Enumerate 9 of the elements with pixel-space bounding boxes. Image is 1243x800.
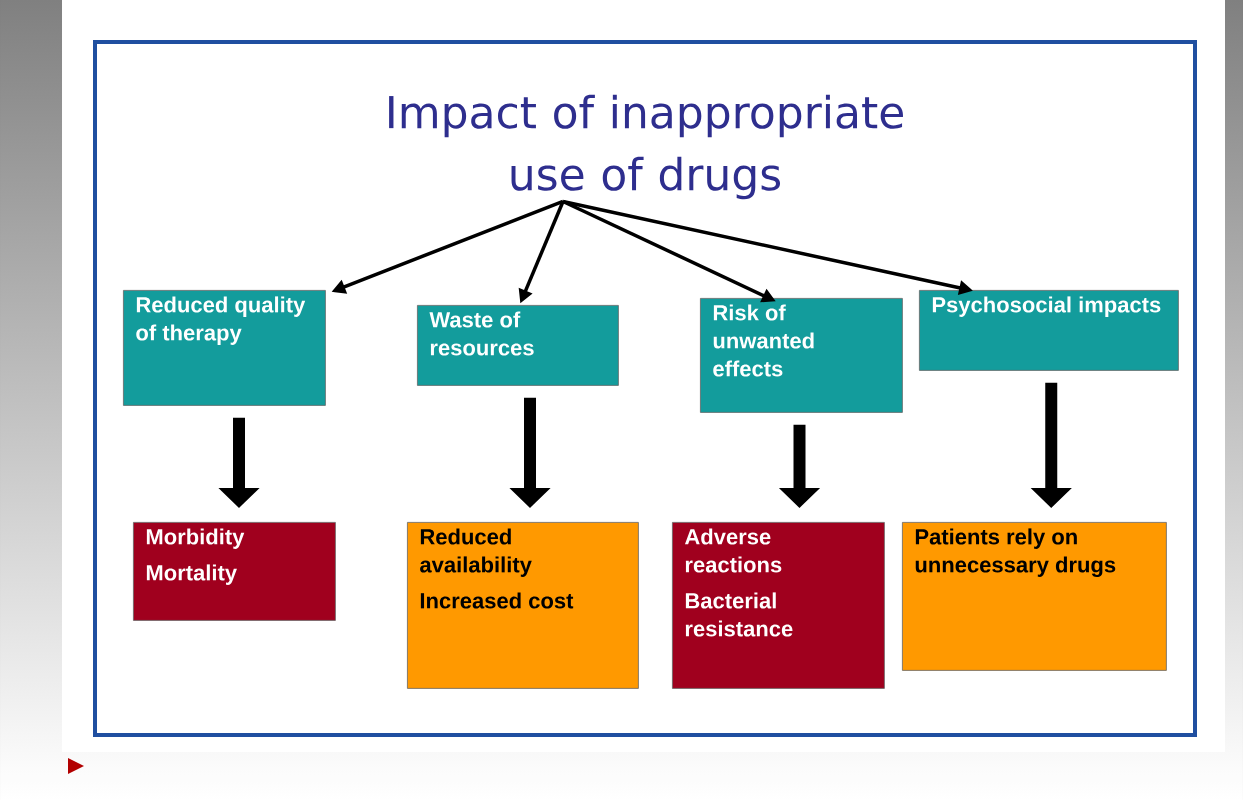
outcome-box: Reduced availability Increased cost bbox=[407, 522, 639, 689]
category-box: Psychosocial impacts bbox=[919, 290, 1179, 371]
category-box: Reduced quality of therapy bbox=[123, 290, 326, 406]
outcome-box: Patients rely on unnecessary drugs bbox=[902, 522, 1167, 671]
category-box: Risk of unwanted effects bbox=[700, 298, 903, 413]
outcome-box: Adverse reactions Bacterial resistance bbox=[672, 522, 885, 689]
title-text: Impact of inappropriate use of drugs bbox=[389, 94, 903, 200]
category-box: Waste of resources bbox=[417, 305, 619, 386]
outcome-box: Morbidity Mortality bbox=[133, 522, 336, 621]
